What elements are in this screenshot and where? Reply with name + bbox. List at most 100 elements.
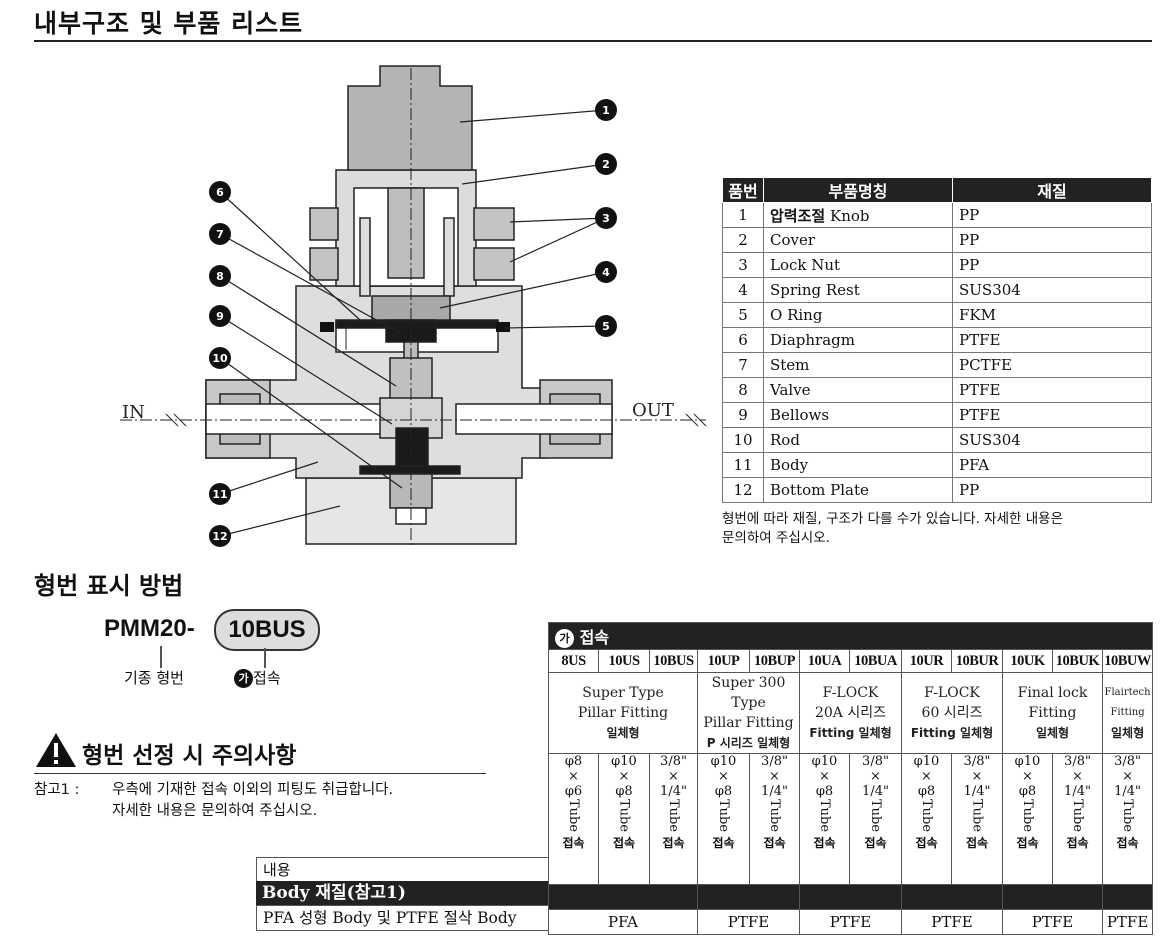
connection-marker-icon: 가 (555, 629, 574, 648)
part-name: Rod (763, 427, 953, 453)
model-base: PMM20- (104, 615, 195, 642)
callout-11: 11 (212, 488, 227, 501)
warning-icon (36, 733, 76, 767)
part-no: 2 (722, 227, 764, 253)
base-tick (160, 646, 162, 668)
part-no: 12 (722, 477, 764, 503)
callout-2: 2 (602, 158, 610, 171)
part-name: Cover (763, 227, 953, 253)
body-material-value: PFA (548, 909, 698, 935)
model-option-pill: 10BUS (214, 609, 320, 651)
part-no: 11 (722, 452, 764, 478)
part-no: 7 (722, 352, 764, 378)
callout-8: 8 (216, 270, 224, 283)
part-name: Lock Nut (763, 252, 953, 278)
part-material: FKM (952, 302, 1152, 328)
part-material: PP (952, 202, 1152, 228)
part-no: 1 (722, 202, 764, 228)
callout-12: 12 (212, 530, 227, 543)
connection-code: 10BUK (1052, 649, 1103, 673)
part-name: Valve (763, 377, 953, 403)
part-name: Body (763, 452, 953, 478)
callout-10: 10 (212, 352, 228, 365)
connection-code: 10BUR (951, 649, 1003, 673)
body-material-value: PTFE (697, 909, 800, 935)
parts-header-no: 품번 (722, 177, 764, 203)
body-material-value: PTFE (1002, 909, 1103, 935)
body-material-value: PTFE (1101, 909, 1154, 935)
connection-code: 10UR (901, 649, 952, 673)
part-material: PCTFE (952, 352, 1152, 378)
part-material: SUS304 (952, 427, 1152, 453)
parts-note: 형번에 따라 재질, 구조가 다를 수가 있습니다. 자세한 내용은 문의하여 … (722, 511, 1063, 546)
part-material: PP (952, 227, 1152, 253)
part-no: 9 (722, 402, 764, 428)
option-tick (264, 648, 266, 668)
row-body-label: Body 재질(참고1) (256, 881, 548, 905)
option-marker-icon: 가 (234, 669, 253, 688)
callout-1: 1 (602, 104, 610, 117)
part-name: Bottom Plate (763, 477, 953, 503)
part-material: PP (952, 477, 1152, 503)
body-material-value: PTFE (799, 909, 902, 935)
part-no: 3 (722, 252, 764, 278)
parts-header-material: 재질 (952, 177, 1152, 203)
row-content-label: 내용 (256, 857, 548, 881)
connection-code: 8US (548, 649, 599, 673)
callout-6: 6 (216, 186, 224, 199)
part-name: Stem (763, 352, 953, 378)
connection-code: 10UK (1002, 649, 1053, 673)
in-label: IN (122, 402, 145, 423)
part-material: PP (952, 252, 1152, 278)
callout-5: 5 (602, 320, 610, 333)
part-material: SUS304 (952, 277, 1152, 303)
caution-title: 형번 선정 시 주의사항 (82, 743, 297, 769)
parts-header-name: 부품명칭 (763, 177, 953, 203)
part-name: Bellows (763, 402, 953, 428)
connection-code: 10BUW (1101, 649, 1154, 673)
page-title: 내부구조 및 부품 리스트 (34, 9, 304, 38)
part-material: PTFE (952, 327, 1152, 353)
connection-code: 10BUP (749, 649, 800, 673)
part-name: Diaphragm (763, 327, 953, 353)
out-label: OUT (632, 400, 674, 421)
part-name: O Ring (763, 302, 953, 328)
caution-reference: 참고1 :우측에 기재한 접속 이외의 피팅도 취급합니다. 자세한 내용은 문… (34, 782, 394, 819)
connection-code: 10US (598, 649, 650, 673)
row-pfa-label: PFA 성형 Body 및 PTFE 절삭 Body (256, 905, 548, 931)
part-no: 6 (722, 327, 764, 353)
model-base-label: 기종 형번 (124, 669, 184, 687)
callout-7: 7 (216, 228, 224, 241)
part-material: PFA (952, 452, 1152, 478)
callout-3: 3 (602, 212, 610, 225)
part-no: 10 (722, 427, 764, 453)
part-no: 4 (722, 277, 764, 303)
callout-9: 9 (216, 310, 224, 323)
body-material-value: PTFE (901, 909, 1003, 935)
